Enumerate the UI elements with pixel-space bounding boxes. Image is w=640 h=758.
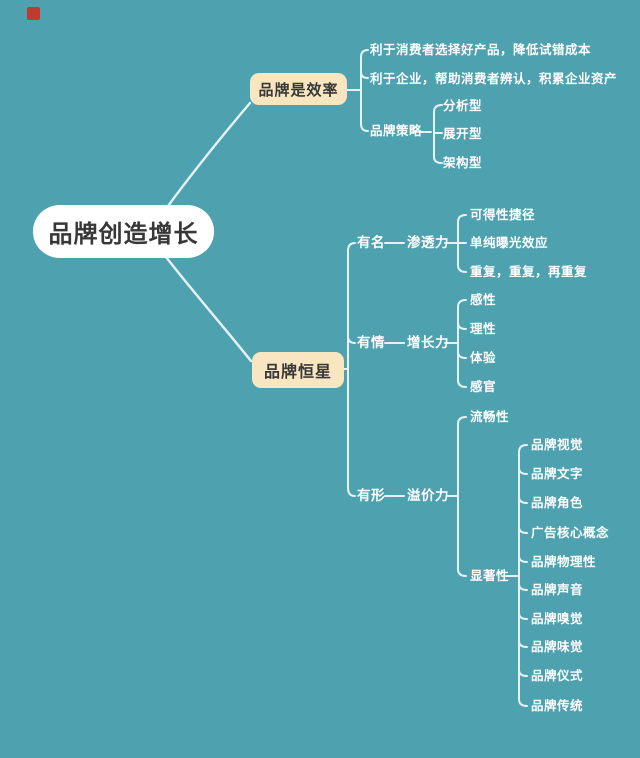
node-rationality[interactable]: 理性 [470,322,497,336]
bracket-penetration-children [457,214,467,273]
corner-red-mark [27,7,40,20]
bracket-salience-children [518,444,528,707]
node-brand-star[interactable]: 品牌恒星 [252,352,344,388]
edge-root-to-brand-star [164,255,253,363]
node-brand-taste[interactable]: 品牌味觉 [531,640,584,654]
node-brand-strategy[interactable]: 品牌策略 [370,124,423,138]
node-penetration-power[interactable]: 渗透力 [407,235,449,250]
node-sensibility[interactable]: 感性 [470,293,497,307]
node-mere-exposure[interactable]: 单纯曝光效应 [470,236,549,250]
bracket-efficiency-children [360,49,369,132]
edge-root-to-brand-efficiency [166,101,252,208]
node-ad-core-concept[interactable]: 广告核心概念 [531,526,610,540]
node-senses[interactable]: 感官 [470,380,497,394]
node-analytical-type[interactable]: 分析型 [443,99,483,113]
bracket-growth-children [457,299,467,388]
node-expansion-type[interactable]: 展开型 [443,127,483,141]
bracket-premium-children [457,416,467,577]
node-brand-physical[interactable]: 品牌物理性 [531,555,597,569]
node-brand-smell[interactable]: 品牌嗅觉 [531,612,584,626]
node-benefit-company[interactable]: 利于企业，帮助消费者辨认，积累企业资产 [370,72,618,86]
node-salience[interactable]: 显著性 [470,569,510,583]
node-brand-is-efficiency[interactable]: 品牌是效率 [250,73,347,105]
node-experience[interactable]: 体验 [470,351,497,365]
node-availability-shortcut[interactable]: 可得性捷径 [470,208,536,222]
node-architecture-type[interactable]: 架构型 [443,156,483,170]
node-famous[interactable]: 有名 [357,235,385,250]
node-emotional[interactable]: 有情 [357,335,385,350]
node-repetition[interactable]: 重复，重复，再重复 [470,265,588,279]
tick-emotional-row [347,335,356,344]
node-brand-sound[interactable]: 品牌声音 [531,583,584,597]
ticks-salience-children [518,467,528,677]
node-brand-tradition[interactable]: 品牌传统 [531,699,584,713]
node-tangible[interactable]: 有形 [357,488,385,503]
node-fluency[interactable]: 流畅性 [470,410,510,424]
node-root-brand-creates-growth[interactable]: 品牌创造增长 [33,205,214,258]
ticks-growth-children [457,322,467,359]
tick-benefit-company [360,71,369,79]
node-brand-visual[interactable]: 品牌视觉 [531,438,584,452]
bracket-strategy-children [433,104,443,164]
node-brand-ritual[interactable]: 品牌仪式 [531,669,584,683]
bracket-star-rows [347,242,356,497]
node-brand-character[interactable]: 品牌角色 [531,496,584,510]
node-brand-text[interactable]: 品牌文字 [531,467,584,481]
node-benefit-consumer[interactable]: 利于消费者选择好产品，降低试错成本 [370,43,592,57]
node-premium-power[interactable]: 溢价力 [407,488,449,503]
node-growth-power[interactable]: 增长力 [407,335,449,350]
